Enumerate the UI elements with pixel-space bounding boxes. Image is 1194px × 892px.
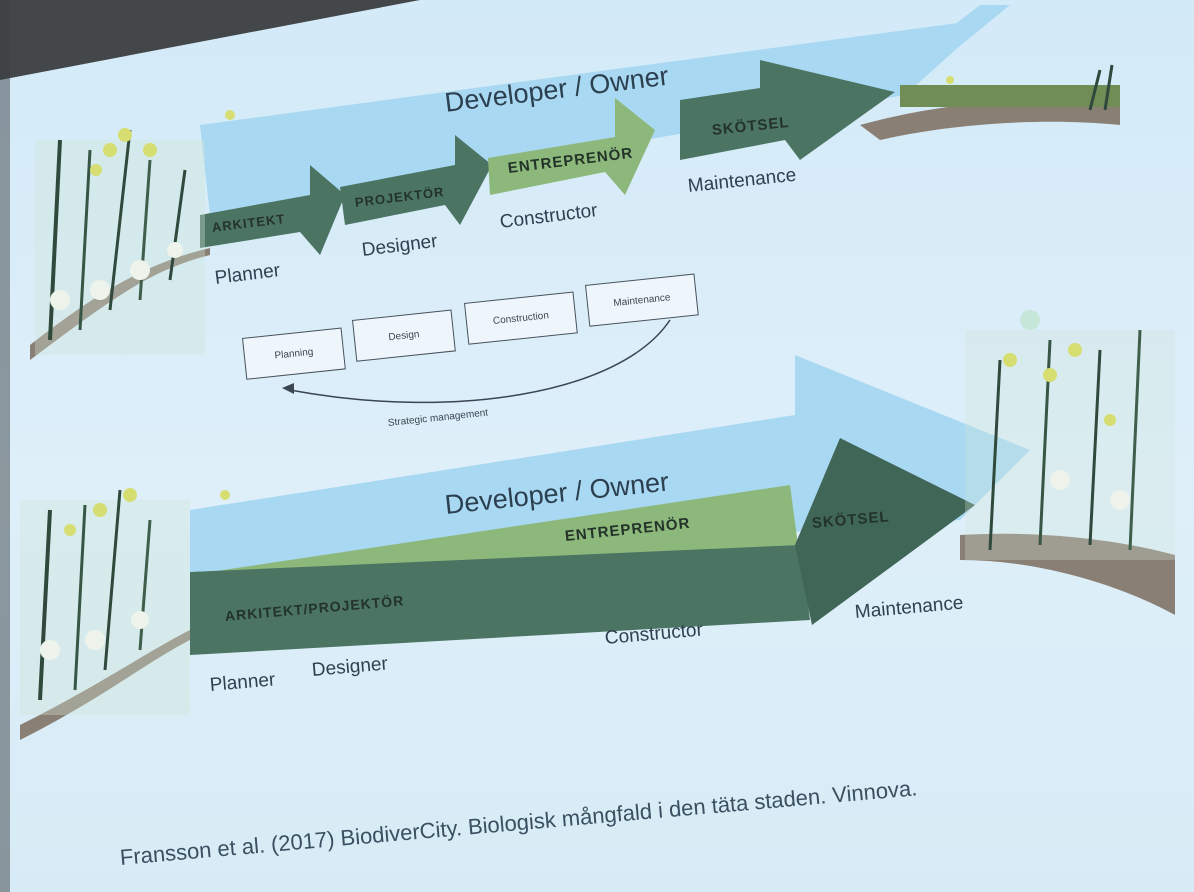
strategic-management-curve [289,319,671,404]
top-right-ground [860,98,1120,140]
top-owner-arrowhead [870,5,1010,95]
stage-arrow-skotsel [680,60,895,160]
top-ground-curve [30,248,210,360]
bottom-left-vegetation [20,488,230,715]
strategic-management-arrowhead [282,383,294,394]
stage-arrow-entreprenor [488,98,655,195]
bottom-right-vegetation [965,310,1175,560]
top-process-diagram [30,5,1120,404]
top-owner-band [200,10,1000,215]
bottom-arkitekt-band [190,545,810,655]
top-right-vegetation [900,64,1120,111]
bottom-process-diagram [20,310,1175,740]
top-left-vegetation [35,110,235,355]
stage-arrow-projektor [340,135,492,225]
bottom-ground-curve [20,630,190,740]
bottom-right-ground [960,533,1175,615]
bottom-skotsel-arrow [795,438,975,625]
stage-arrow-arkitekt [200,165,345,255]
